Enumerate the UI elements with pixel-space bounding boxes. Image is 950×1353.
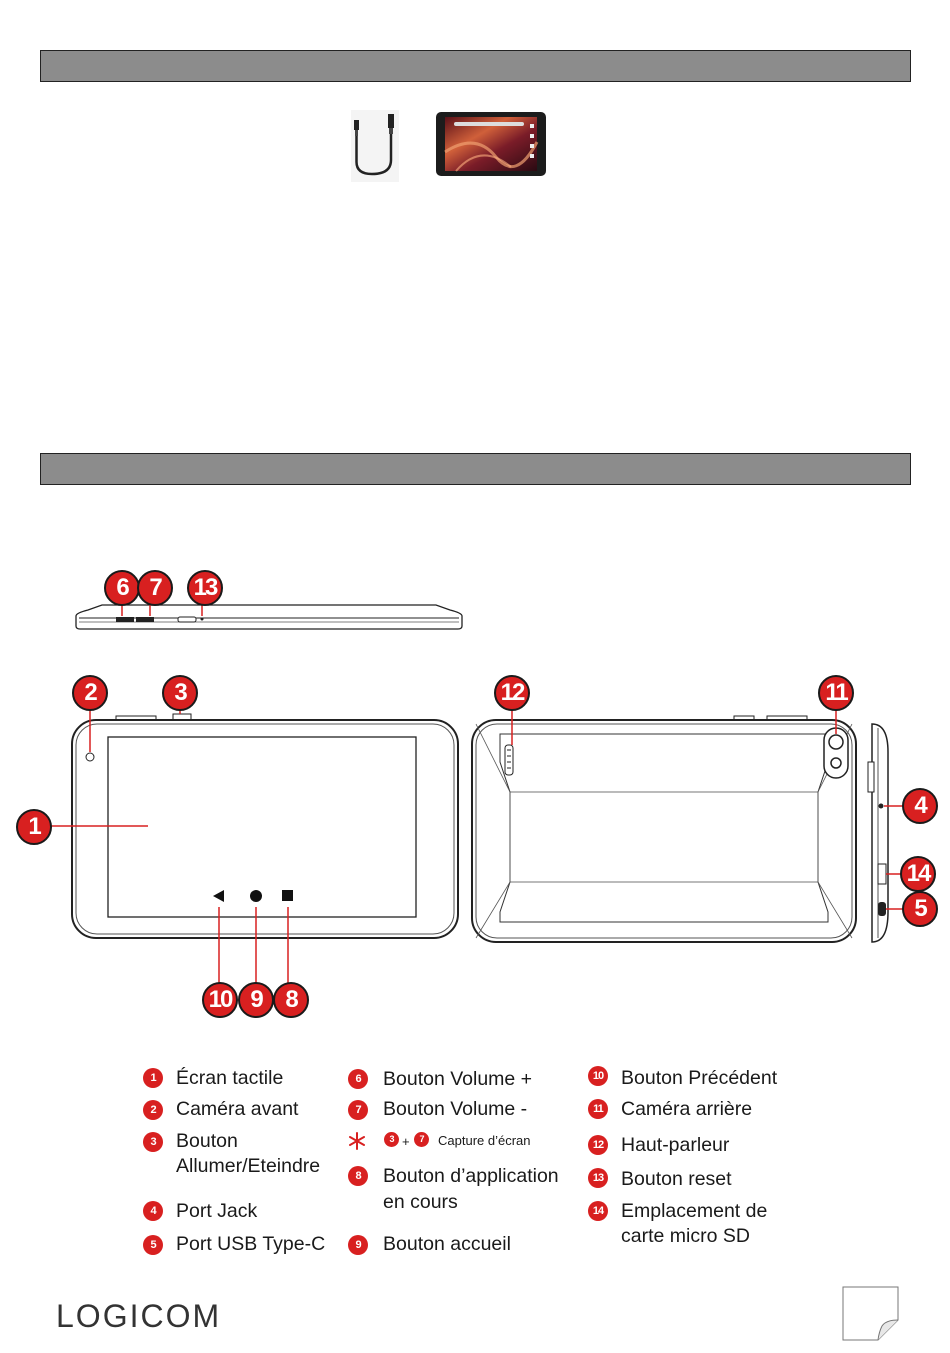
legend-badge-11: 11 (588, 1099, 608, 1119)
callout-badge-11: 11 (818, 675, 854, 711)
legend-item-7: Bouton Volume - (383, 1098, 528, 1120)
tablet-front-view-diagram (50, 700, 459, 984)
legend-badge-8: 8 (348, 1166, 368, 1186)
tablet-top-view-diagram (75, 602, 463, 630)
legend-item-2: Caméra avant (176, 1098, 299, 1120)
legend-badge-6: 6 (348, 1069, 368, 1089)
asterisk-icon (349, 1132, 365, 1150)
callout-badge-10: 10 (202, 982, 238, 1018)
legend-badge-3: 3 (143, 1132, 163, 1152)
combo-plus: + (402, 1134, 410, 1149)
tablet-product-image (436, 112, 546, 176)
callout-badge-6: 6 (104, 570, 140, 606)
legend-item-10: Bouton Précédent (621, 1067, 778, 1089)
combo-badge-7: 7 (414, 1132, 429, 1147)
legend-item-12: Haut-parleur (621, 1134, 730, 1156)
section-header-bar-2 (40, 453, 911, 485)
section-header-bar-1 (40, 50, 911, 82)
legend-item-3a: Bouton (176, 1130, 238, 1152)
legend-badge-13: 13 (588, 1168, 608, 1188)
callout-badge-4: 4 (902, 788, 938, 824)
usb-cable-image (351, 110, 399, 182)
tablet-back-view-diagram (471, 700, 857, 943)
callout-badge-7: 7 (137, 570, 173, 606)
legend-item-9: Bouton accueil (383, 1233, 511, 1255)
callout-badge-8: 8 (273, 982, 309, 1018)
page-corner-icon (842, 1286, 899, 1341)
legend-item-4: Port Jack (176, 1200, 258, 1222)
legend-badge-2: 2 (143, 1100, 163, 1120)
legend-item-14b: carte micro SD (621, 1225, 750, 1247)
callout-badge-12: 12 (494, 675, 530, 711)
combo-badge-3: 3 (384, 1132, 399, 1147)
legend-badge-4: 4 (143, 1201, 163, 1221)
legend-badge-1: 1 (143, 1068, 163, 1088)
legend-item-1: Écran tactile (176, 1067, 284, 1089)
callout-badge-3: 3 (162, 675, 198, 711)
callout-badge-1: 1 (16, 809, 52, 845)
legend-item-13: Bouton reset (621, 1168, 732, 1190)
callout-badge-9: 9 (238, 982, 274, 1018)
tablet-side-view-diagram (867, 723, 906, 943)
callout-badge-5: 5 (902, 891, 938, 927)
callout-badge-14: 14 (900, 856, 936, 892)
legend-badge-5: 5 (143, 1235, 163, 1255)
legend-item-14a: Emplacement de (621, 1200, 768, 1222)
legend-badge-12: 12 (588, 1135, 608, 1155)
legend-badge-14: 14 (588, 1201, 608, 1221)
legend-item-6: Bouton Volume + (383, 1068, 533, 1090)
legend-badge-7: 7 (348, 1100, 368, 1120)
callout-badge-13: 13 (187, 570, 223, 606)
legend-item-11: Caméra arrière (621, 1098, 753, 1120)
legend-badge-9: 9 (348, 1235, 368, 1255)
legend-item-5: Port USB Type-C (176, 1233, 326, 1255)
legend-badge-10: 10 (588, 1066, 608, 1086)
combo-label: Capture d’écran (438, 1133, 531, 1148)
legend-item-8b: en cours (383, 1191, 458, 1213)
brand-logo: LOGICOM (56, 1298, 222, 1334)
callout-badge-2: 2 (72, 675, 108, 711)
legend-item-8a: Bouton d’application (383, 1165, 559, 1187)
legend-item-3b: Allumer/Eteindre (176, 1155, 321, 1177)
